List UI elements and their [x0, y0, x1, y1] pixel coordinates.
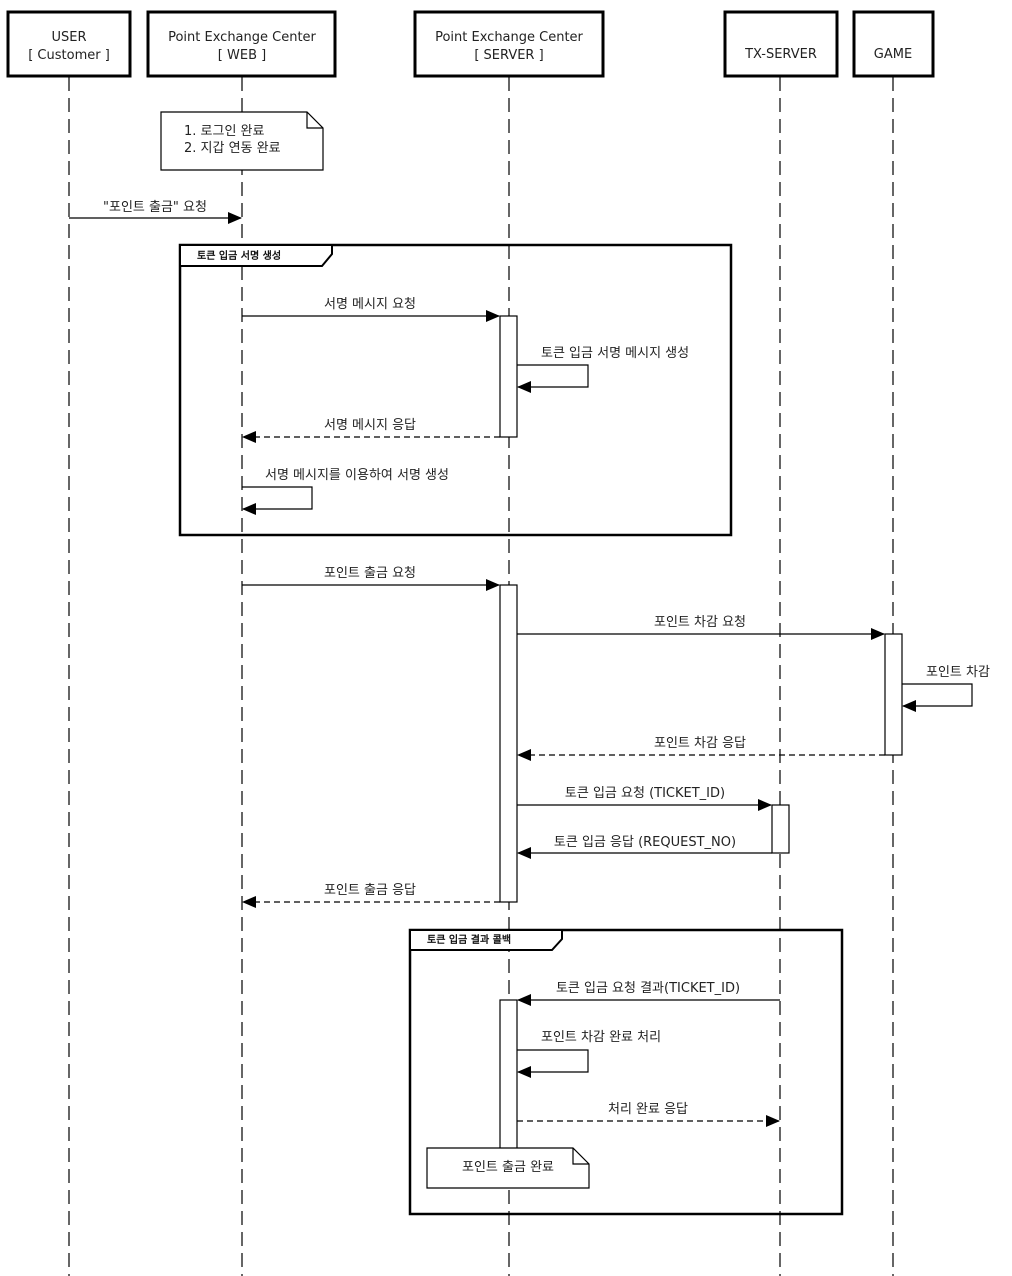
- participant-tx-server[interactable]: TX-SERVER: [723, 10, 839, 78]
- participant-server-role: [ SERVER ]: [474, 48, 543, 63]
- message-label: 처리 완료 응답: [608, 1102, 688, 1117]
- frame-callback-title: 토큰 입금 결과 콜백: [427, 933, 511, 946]
- note-precondition-line2: 2. 지갑 연동 완료: [184, 141, 281, 156]
- message-point-withdraw-response: 포인트 출금 응답: [242, 883, 500, 908]
- message-label: 토큰 입금 요청 (TICKET_ID): [565, 786, 725, 801]
- message-label: 포인트 차감 요청: [654, 615, 746, 630]
- participant-server[interactable]: Point Exchange Center [ SERVER ]: [413, 10, 605, 78]
- frame-deposit-callback: 토큰 입금 결과 콜백: [408, 928, 844, 1216]
- participant-web-name: Point Exchange Center: [168, 30, 316, 45]
- message-label: 토큰 입금 요청 결과(TICKET_ID): [556, 981, 740, 996]
- activation-server-2: [499, 584, 518, 903]
- message-label: 포인트 차감 완료 처리: [541, 1030, 661, 1045]
- message-deduct-complete-process: 포인트 차감 완료 처리: [517, 1030, 661, 1078]
- message-withdraw-request: "포인트 출금" 요청: [69, 200, 242, 224]
- message-label: 포인트 차감: [926, 665, 990, 680]
- message-create-signature: 서명 메시지를 이용하여 서명 생성: [242, 468, 449, 515]
- participant-user-role: [ Customer ]: [28, 48, 110, 63]
- message-label: 서명 메시지 요청: [324, 297, 416, 312]
- message-label: 포인트 차감 응답: [654, 736, 746, 751]
- message-generate-signature-message: 토큰 입금 서명 메시지 생성: [517, 346, 689, 393]
- activation-server-1: [499, 315, 518, 438]
- message-label: 포인트 출금 요청: [324, 566, 416, 581]
- participant-game[interactable]: GAME: [852, 10, 935, 78]
- message-point-deduct-response: 포인트 차감 응답: [517, 736, 885, 761]
- frame-signature-generation: 토큰 입금 서명 생성: [178, 243, 733, 537]
- participant-game-name: GAME: [874, 47, 912, 62]
- participant-user[interactable]: USER [ Customer ]: [6, 10, 132, 78]
- frame-signature-title: 토큰 입금 서명 생성: [197, 249, 281, 262]
- participant-tx-server-name: TX-SERVER: [744, 47, 817, 62]
- message-process-complete-response: 처리 완료 응답: [517, 1102, 780, 1127]
- message-deposit-result-callback: 토큰 입금 요청 결과(TICKET_ID): [517, 981, 780, 1006]
- note-precondition-line1: 1. 로그인 완료: [184, 124, 265, 139]
- message-token-deposit-response: 토큰 입금 응답 (REQUEST_NO): [517, 835, 772, 859]
- participant-web[interactable]: Point Exchange Center [ WEB ]: [146, 10, 337, 78]
- message-signature-message-request: 서명 메시지 요청: [242, 297, 500, 322]
- activation-tx-server: [771, 804, 790, 854]
- participant-web-role: [ WEB ]: [218, 48, 266, 63]
- message-point-deduct: 포인트 차감: [902, 665, 990, 712]
- note-withdraw-complete: 포인트 출금 완료: [426, 1147, 590, 1189]
- note-precondition: 1. 로그인 완료 2. 지갑 연동 완료: [160, 111, 324, 171]
- note-final-text: 포인트 출금 완료: [462, 1160, 554, 1175]
- message-point-withdraw-request: 포인트 출금 요청: [242, 566, 500, 591]
- participant-server-name: Point Exchange Center: [435, 30, 583, 45]
- message-signature-message-response: 서명 메시지 응답: [242, 418, 500, 443]
- message-label: 토큰 입금 응답 (REQUEST_NO): [554, 835, 736, 850]
- activation-server-3: [499, 999, 518, 1151]
- participant-user-name: USER: [51, 30, 86, 45]
- message-label: "포인트 출금" 요청: [103, 200, 207, 215]
- message-label: 서명 메시지를 이용하여 서명 생성: [265, 468, 449, 483]
- message-label: 토큰 입금 서명 메시지 생성: [541, 346, 689, 361]
- message-point-deduct-request: 포인트 차감 요청: [517, 615, 885, 640]
- message-token-deposit-request: 토큰 입금 요청 (TICKET_ID): [517, 786, 772, 811]
- message-label: 서명 메시지 응답: [324, 418, 416, 433]
- message-label: 포인트 출금 응답: [324, 883, 416, 898]
- activation-game: [884, 633, 903, 756]
